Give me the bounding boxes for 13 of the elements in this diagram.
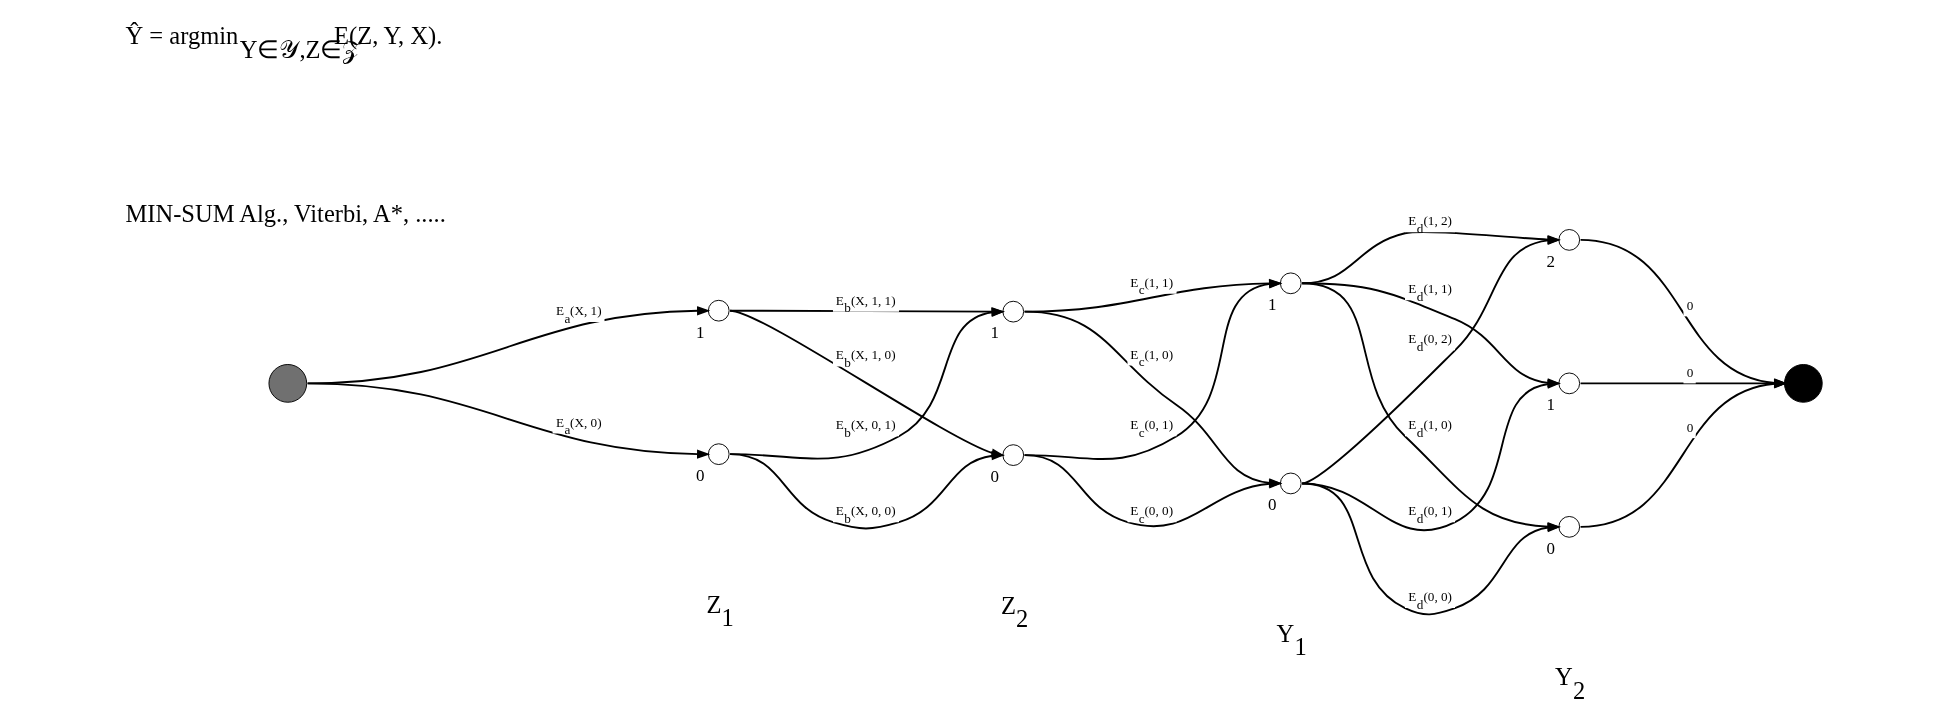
edge-label: 0 — [1686, 365, 1693, 381]
node-label: 2 — [1546, 251, 1555, 271]
edge-label: 0 — [1686, 298, 1693, 314]
node-label: 1 — [990, 323, 999, 343]
node-label: 0 — [1546, 538, 1555, 558]
node-label: 1 — [1267, 295, 1277, 315]
node-label: 0 — [695, 465, 705, 485]
node-label: 0 — [1267, 495, 1277, 515]
node-label: 1 — [695, 322, 705, 342]
node-label: 0 — [990, 466, 999, 486]
label: MIN-SUM Alg., Viterbi, A*, ..... — [124, 199, 446, 227]
node-label: 1 — [1546, 395, 1555, 415]
edge-label: 0 — [1686, 420, 1693, 436]
